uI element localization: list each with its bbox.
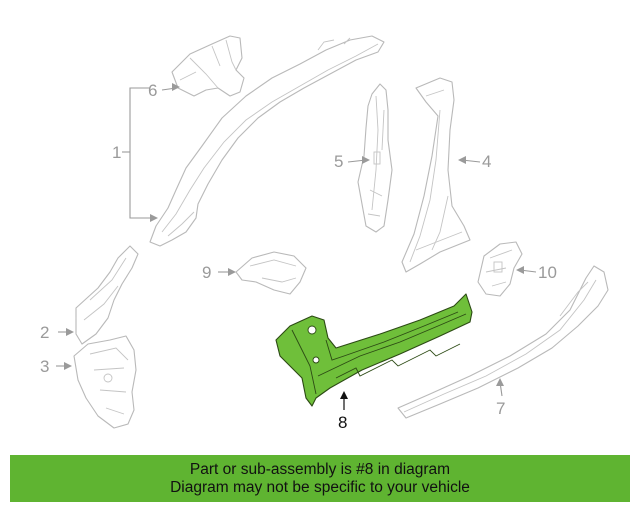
callout-2[interactable]: 2 xyxy=(40,323,49,342)
part-9-bracket[interactable] xyxy=(235,251,307,295)
callout-6[interactable]: 6 xyxy=(148,81,157,100)
part-10-bracket[interactable] xyxy=(477,241,523,297)
callout-7[interactable]: 7 xyxy=(496,399,505,418)
callout-1-bracket xyxy=(129,87,150,219)
banner-line-part-number: Part or sub-assembly is #8 in diagram xyxy=(189,460,451,478)
callout-9[interactable]: 9 xyxy=(202,263,211,282)
callout-8[interactable]: 8 xyxy=(338,413,347,432)
callout-10[interactable]: 10 xyxy=(538,263,557,282)
part-info-banner: Part or sub-assembly is #8 in diagram Di… xyxy=(10,455,630,502)
callout-1[interactable]: 1 xyxy=(112,143,121,162)
callout-5[interactable]: 5 xyxy=(334,152,343,171)
part-5-center-pillar-inner[interactable] xyxy=(357,83,393,233)
banner-line-disclaimer: Diagram may not be specific to your vehi… xyxy=(170,478,470,496)
part-6-bracket[interactable] xyxy=(171,35,245,97)
callout-4[interactable]: 4 xyxy=(482,152,491,171)
callout-3[interactable]: 3 xyxy=(40,357,49,376)
part-2-lower-pillar[interactable] xyxy=(75,245,139,345)
part-4-center-pillar-outer[interactable] xyxy=(401,77,471,273)
part-8-rocker-inner-highlighted[interactable] xyxy=(275,293,473,407)
part-3-hinge-pillar[interactable] xyxy=(73,335,137,429)
part-1-roof-rail[interactable] xyxy=(149,35,385,247)
part-7-rocker-outer[interactable] xyxy=(397,265,609,419)
